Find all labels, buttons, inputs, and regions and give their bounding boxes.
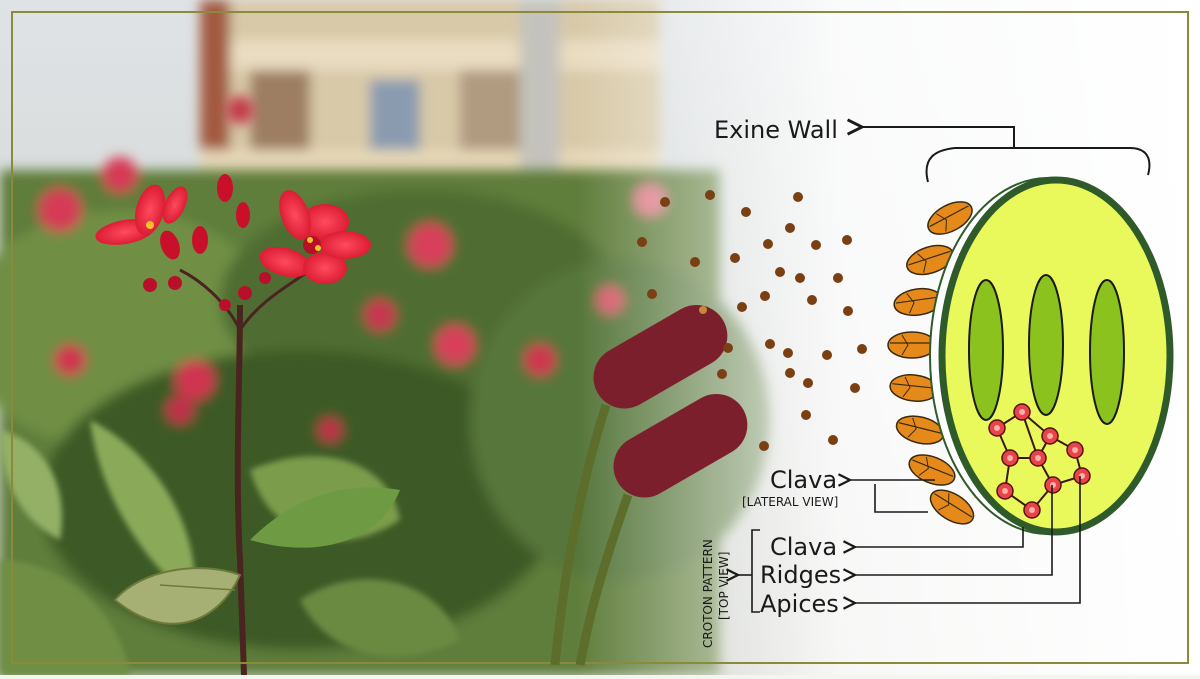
- pollen-dot: [850, 383, 860, 393]
- pollen-dot: [765, 339, 775, 349]
- pollen-dot: [785, 223, 795, 233]
- clava-spike: [927, 201, 973, 235]
- pollen-dot: [807, 295, 817, 305]
- anthers: [550, 305, 748, 666]
- pollen-dot: [793, 192, 803, 202]
- pollen-grain-magnified: [887, 176, 1174, 536]
- pollen-dot: [647, 289, 657, 299]
- clava-spike: [908, 454, 956, 486]
- pollen-dot: [785, 368, 795, 378]
- clava-top: [1029, 507, 1035, 513]
- croton-pattern-label: CROTON PATTERN: [701, 539, 715, 648]
- pollen-dot: [795, 273, 805, 283]
- croton-pattern: [988, 403, 1091, 519]
- clava-top: [1050, 482, 1056, 488]
- pollen-dot: [801, 410, 811, 420]
- pollen-dot: [803, 378, 813, 388]
- pollen-dot: [730, 253, 740, 263]
- pollen-dot: [660, 197, 670, 207]
- pollen-dot: [760, 291, 770, 301]
- clava-top: [1035, 455, 1041, 461]
- lateral-view-label: [LATERAL VIEW]: [742, 495, 838, 509]
- pollen-dot: [822, 350, 832, 360]
- clava-spike: [889, 374, 939, 402]
- ridges-label: Ridges: [760, 561, 841, 589]
- clava-top: [1072, 447, 1078, 453]
- pollen-dot: [723, 343, 733, 353]
- clava-top: [1019, 409, 1025, 415]
- pollen-dot: [763, 239, 773, 249]
- pollen-dot: [759, 441, 769, 451]
- pollen-dot: [857, 344, 867, 354]
- pollen-grains: [637, 190, 867, 451]
- pollen-dot: [637, 237, 647, 247]
- pollen-dot: [775, 267, 785, 277]
- exine-bracket: [925, 147, 1151, 183]
- pollen-dot: [717, 369, 727, 379]
- apices-label: Apices: [760, 590, 839, 618]
- anther-2: [613, 394, 748, 498]
- clava-top: [1007, 455, 1013, 461]
- pollen-dot: [690, 257, 700, 267]
- pollen-dot: [737, 302, 747, 312]
- clava-label: Clava: [770, 533, 837, 561]
- clava-top: [1002, 488, 1008, 494]
- clava-top: [994, 425, 1000, 431]
- clava-spike: [929, 489, 975, 525]
- filament-1: [550, 403, 611, 666]
- clava-spikes: [887, 201, 975, 525]
- top-view-label: [TOP VIEW]: [717, 552, 731, 620]
- exine-arrow: [862, 127, 1015, 148]
- pollen-dot: [843, 306, 853, 316]
- anther-1: [593, 305, 728, 409]
- pollen-dot: [705, 190, 715, 200]
- pollen-dot: [741, 207, 751, 217]
- pollen-dot: [828, 435, 838, 445]
- exine-wall-label: Exine Wall: [714, 116, 838, 144]
- aperture-1: [968, 279, 1004, 421]
- aperture-2: [1028, 274, 1064, 416]
- aperture-3: [1089, 279, 1125, 425]
- clava-top: [1047, 433, 1053, 439]
- filament-2: [575, 493, 633, 666]
- pollen-dot: [811, 240, 821, 250]
- pollen-dot: [833, 273, 843, 283]
- leader-lines: [738, 476, 1081, 613]
- clava-lateral-label: Clava: [770, 466, 837, 494]
- clava-spike: [887, 331, 937, 359]
- frame-border: [11, 11, 1189, 664]
- pollen-dot: [842, 235, 852, 245]
- pollen-dot: [783, 348, 793, 358]
- clava-spike: [893, 287, 943, 317]
